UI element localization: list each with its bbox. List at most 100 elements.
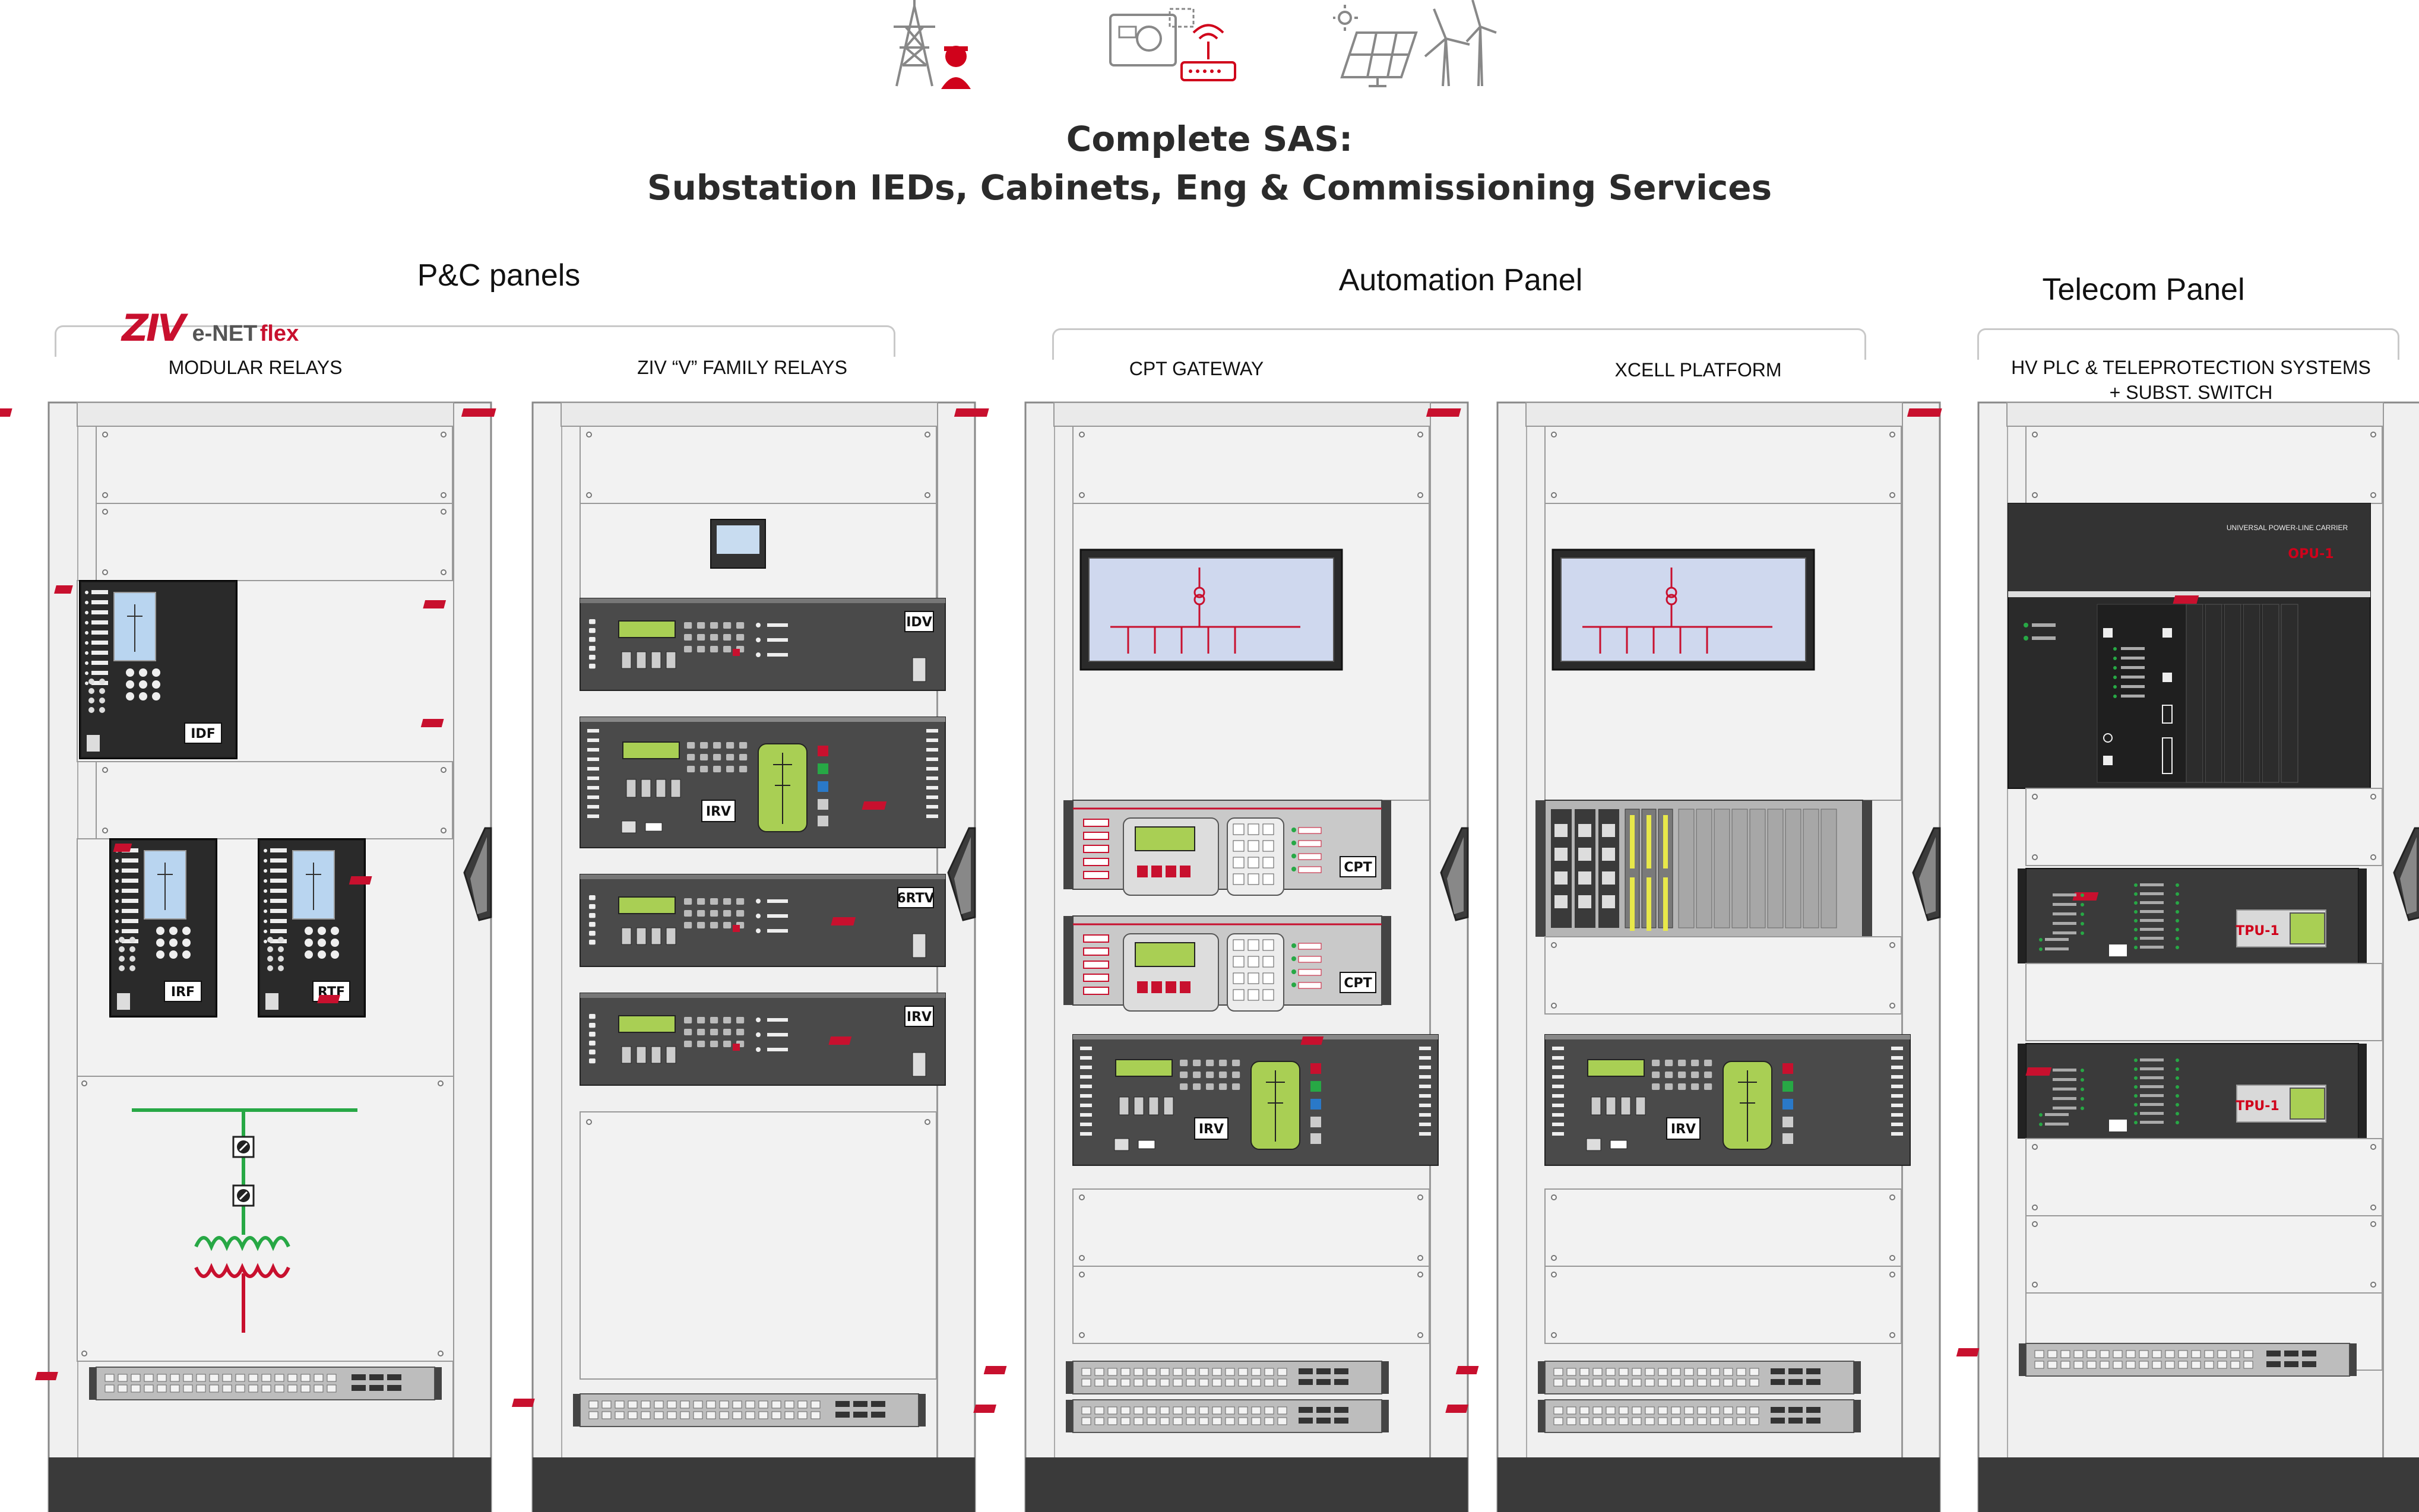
screw	[2370, 1204, 2376, 1210]
rack-ear	[1538, 1361, 1545, 1394]
screw	[1551, 1003, 1557, 1009]
switch-port	[1251, 1417, 1261, 1425]
led	[2176, 892, 2179, 896]
key	[139, 668, 147, 677]
key	[589, 628, 596, 633]
screw	[2032, 432, 2038, 438]
key	[1704, 1083, 1712, 1090]
screw	[2370, 854, 2376, 860]
switch-port	[235, 1384, 245, 1393]
ziv-mini-logo-mark	[317, 995, 340, 1003]
opu-key	[2162, 673, 2172, 682]
switch-port	[1238, 1378, 1248, 1387]
side-vent	[926, 776, 938, 780]
switch-port	[1094, 1417, 1104, 1425]
ziv-mini-logo-mark	[420, 719, 444, 727]
ziv-mini-logo	[2173, 595, 2199, 604]
blank-panel-plate	[96, 503, 453, 581]
led	[1291, 854, 1296, 858]
switch-port	[1120, 1417, 1131, 1425]
key	[1691, 1083, 1699, 1090]
key	[684, 1017, 692, 1023]
led	[1291, 828, 1296, 832]
led	[2134, 1121, 2138, 1124]
switch-port	[1606, 1417, 1616, 1425]
function-key	[1137, 866, 1148, 877]
switch-port	[1645, 1368, 1655, 1376]
function-key	[1180, 981, 1190, 993]
led-label	[2140, 919, 2164, 922]
switch-port	[1199, 1417, 1209, 1425]
switch-port	[732, 1411, 742, 1419]
rack-ear	[1066, 1400, 1073, 1432]
key	[1233, 989, 1245, 1001]
switch-port	[615, 1411, 625, 1419]
side-vent	[1419, 1075, 1431, 1079]
cabinet-telecom: UNIVERSAL POWER-LINE CARRIEROPU-1TPU-1TP…	[1907, 401, 2419, 1512]
led-label	[2032, 623, 2056, 627]
switch-port	[1199, 1406, 1209, 1415]
key	[723, 922, 732, 928]
screw	[441, 432, 447, 438]
switch-port	[2034, 1361, 2044, 1369]
switch-port	[287, 1384, 297, 1393]
switch-port	[1133, 1406, 1144, 1415]
switch-port	[2243, 1350, 2253, 1358]
flex-label: flex	[259, 321, 299, 346]
side-vent	[587, 757, 599, 761]
switch-port	[1251, 1378, 1261, 1387]
io-label	[1083, 934, 1109, 943]
screw	[1551, 432, 1557, 438]
empty-slot	[1749, 809, 1766, 928]
cpt-gateway: CPT	[862, 800, 1391, 896]
device-label: IRV	[1199, 1122, 1224, 1137]
menu-key	[1782, 1133, 1793, 1144]
led	[2176, 1076, 2179, 1080]
switch-port	[1619, 1378, 1629, 1387]
switch-port	[1710, 1368, 1720, 1376]
led-label	[2140, 1112, 2164, 1115]
led-label	[2140, 901, 2164, 904]
rack-ear	[919, 1394, 926, 1427]
blank-lower	[580, 1111, 937, 1380]
key	[710, 898, 718, 905]
top-strip	[2006, 402, 2384, 427]
switch-port	[2243, 1361, 2253, 1369]
key	[713, 766, 721, 772]
port	[1114, 1138, 1129, 1151]
small-key	[88, 698, 94, 703]
key	[723, 634, 732, 641]
switch-port	[1566, 1368, 1576, 1376]
screw	[441, 828, 447, 833]
key	[318, 939, 326, 947]
screw	[81, 1351, 87, 1356]
small-key	[267, 946, 273, 952]
led	[2176, 901, 2179, 905]
screw	[1889, 432, 1895, 438]
key	[1652, 1072, 1660, 1078]
led	[85, 661, 88, 665]
lcd-display	[1587, 1059, 1645, 1077]
screw	[2370, 432, 2376, 438]
port	[912, 1052, 926, 1077]
sfp-port	[1771, 1368, 1785, 1374]
switch-port	[1645, 1417, 1655, 1425]
rack-ear	[1854, 1361, 1861, 1394]
key	[723, 622, 732, 629]
key	[169, 939, 178, 947]
key	[684, 1029, 692, 1035]
led	[115, 889, 119, 893]
switch-port	[2178, 1361, 2188, 1369]
ziv-mini-logo	[423, 600, 447, 608]
ziv-logo: ZIV	[122, 306, 186, 350]
key	[700, 766, 708, 772]
switch-port	[2230, 1350, 2240, 1358]
switch-port	[588, 1411, 599, 1419]
top-strip	[561, 402, 938, 427]
key	[589, 1032, 596, 1037]
led	[115, 869, 119, 873]
switch-port	[1723, 1417, 1733, 1425]
key	[1262, 939, 1274, 951]
switch-port	[1749, 1406, 1759, 1415]
key	[1233, 956, 1245, 968]
